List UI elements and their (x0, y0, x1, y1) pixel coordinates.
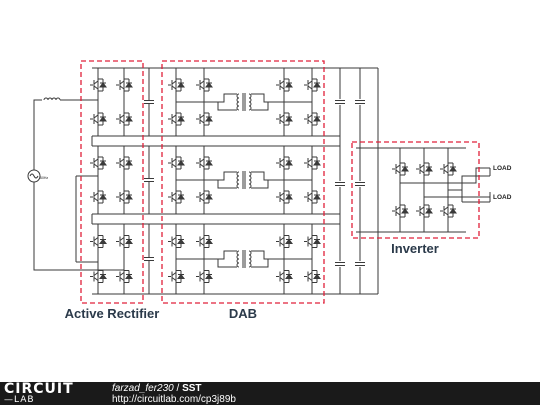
capacitor (335, 182, 345, 186)
load-wire (448, 175, 490, 191)
tx-primary-wire (176, 171, 237, 181)
igbt-switch (196, 154, 213, 172)
igbt-switch (440, 202, 457, 220)
tx-secondary-wire (251, 258, 312, 268)
igbt-switch (304, 154, 321, 172)
load-label-bottom: LOAD (493, 194, 512, 201)
footer-bar: CIRCUIT —LAB farzad_fer230 / SST http://… (0, 382, 540, 405)
load-label-top: LOAD (493, 165, 512, 172)
igbt-switch (90, 232, 107, 251)
igbt-switch (196, 76, 213, 94)
inverter-label: Inverter (391, 241, 439, 256)
capacitor (335, 100, 345, 104)
transformer (236, 171, 252, 189)
circuit-byline: farzad_fer230 / SST (112, 383, 202, 394)
capacitor (144, 100, 154, 104)
igbt-switch (276, 110, 293, 128)
igbt-switch (168, 76, 185, 94)
load-wire (399, 167, 490, 190)
igbt-switch (196, 110, 213, 128)
igbt-switch (168, 188, 185, 206)
igbt-switch (276, 267, 293, 286)
ac-source (27, 169, 41, 183)
capacitor (144, 257, 154, 261)
circuit-url[interactable]: http://circuitlab.com/cp3j89b (112, 394, 236, 405)
igbt-switch (416, 202, 433, 220)
input-wire-top (33, 99, 42, 170)
tx-secondary-wire (251, 250, 284, 260)
tx-secondary-wire (251, 179, 312, 189)
source-label: 60Hz (40, 176, 48, 180)
igbt-switch (276, 188, 293, 206)
circuit-title: SST (182, 383, 202, 394)
input-wire-bottom (33, 182, 125, 271)
igbt-switch (304, 110, 321, 128)
inductor (43, 97, 61, 101)
cap-gap (334, 99, 346, 105)
igbt-switch (116, 110, 133, 128)
cap-gap (354, 99, 366, 105)
components (27, 76, 457, 286)
tx-primary-wire (204, 258, 237, 268)
transformer (236, 250, 252, 268)
igbt-switch (90, 110, 107, 128)
byline-separator: / (173, 383, 183, 394)
igbt-switch (116, 267, 133, 286)
capacitor (335, 262, 345, 266)
igbt-switch (440, 160, 457, 178)
tx-primary-wire (176, 250, 237, 260)
tx-secondary-wire (251, 171, 284, 181)
igbt-switch (116, 154, 133, 172)
igbt-switch (304, 188, 321, 206)
tx-secondary-wire (251, 101, 312, 111)
dab-box (161, 60, 325, 304)
igbt-switch (168, 267, 185, 286)
capacitor (355, 100, 365, 104)
igbt-switch (196, 188, 213, 206)
igbt-switch (116, 232, 133, 251)
cap-gap (334, 181, 346, 187)
tx-primary-wire (204, 179, 237, 189)
cap-gap (354, 181, 366, 187)
transformer (236, 93, 252, 111)
igbt-switch (116, 188, 133, 206)
igbt-switch (196, 232, 213, 251)
circuitlab-logo[interactable]: CIRCUIT (4, 381, 74, 397)
igbt-switch (90, 267, 107, 286)
igbt-switch (90, 154, 107, 172)
igbt-switch (90, 76, 107, 94)
tx-primary-wire (176, 93, 237, 103)
cap-gap (334, 261, 346, 267)
igbt-switch (276, 154, 293, 172)
igbt-switch (392, 202, 409, 220)
tx-secondary-wire (251, 93, 284, 103)
capacitor (355, 262, 365, 266)
igbt-switch (196, 267, 213, 286)
igbt-switch (168, 154, 185, 172)
load-wire (423, 190, 490, 198)
tx-primary-wire (204, 101, 237, 111)
igbt-switch (304, 267, 321, 286)
igbt-switch (276, 232, 293, 251)
igbt-switch (168, 232, 185, 251)
igbt-switch (168, 110, 185, 128)
active-rectifier-box (80, 60, 144, 304)
active-rectifier-label: Active Rectifier (65, 306, 160, 321)
circuitlab-logo-sub: —LAB (4, 395, 35, 405)
capacitor (144, 178, 154, 182)
igbt-switch (116, 76, 133, 94)
dab-label: DAB (229, 306, 257, 321)
author-link[interactable]: farzad_fer230 (112, 383, 174, 394)
cap-gap (354, 261, 366, 267)
igbt-switch (276, 76, 293, 94)
capacitor (355, 182, 365, 186)
wires (33, 67, 491, 295)
igbt-switch (392, 160, 409, 178)
igbt-switch (304, 232, 321, 251)
igbt-switch (304, 76, 321, 94)
igbt-switch (416, 160, 433, 178)
igbt-switch (90, 188, 107, 206)
circuit-schematic: Active Rectifier DAB Inverter LOAD LOAD … (27, 60, 512, 321)
